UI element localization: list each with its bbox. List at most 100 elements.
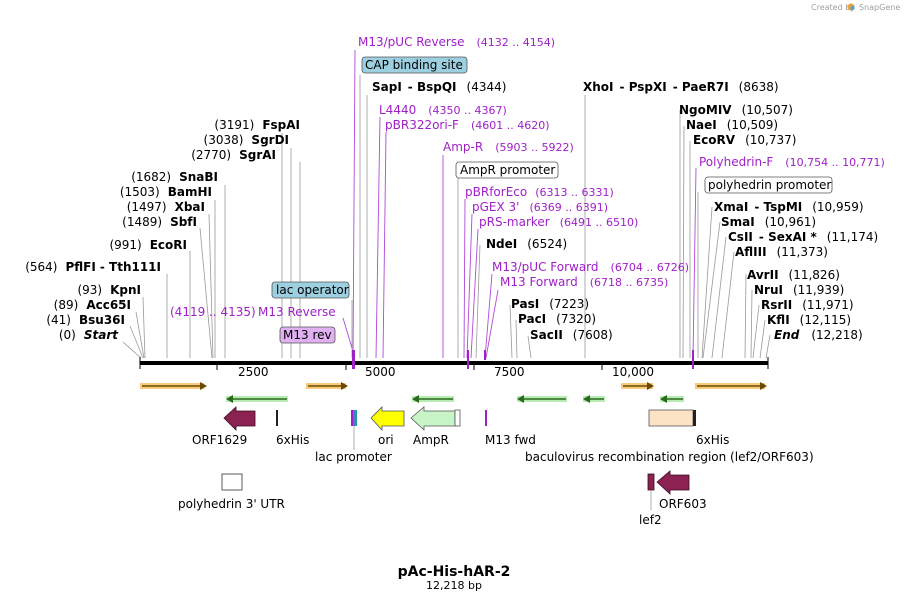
enzyme-label: AflIII(11,373) bbox=[735, 245, 828, 259]
backbone bbox=[139, 350, 769, 370]
enzyme-label: XhoI- PspXI- PaeR7I(8638) bbox=[583, 80, 779, 94]
leader-lines bbox=[122, 75, 771, 359]
features: ORF1629 6xHis lac promoter ori AmpR M13 … bbox=[178, 406, 814, 527]
m13-rev-label: M13 rev bbox=[283, 328, 332, 342]
orange-arrow bbox=[140, 382, 207, 390]
boxed-labels: CAP binding site lac operator M13 rev Am… bbox=[271, 56, 833, 344]
enzymes-right: XhoI- PspXI- PaeR7I(8638) NgoMIV(10,507)… bbox=[583, 80, 878, 342]
ampr-arrow bbox=[410, 406, 456, 431]
enzyme-label: (564)PflFI- Tth111I bbox=[25, 260, 161, 274]
polyhedrin-promoter-label: polyhedrin promoter bbox=[708, 178, 831, 192]
enzyme-label: NruI(11,939) bbox=[754, 283, 844, 297]
enzyme-label: SapI- BspQI(4344) bbox=[372, 80, 506, 94]
primers: M13/pUC Reverse(4132 .. 4154) L4440(4350… bbox=[170, 35, 885, 319]
credit-brand: SnapGene bbox=[859, 3, 900, 12]
ruler-tick: 5000 bbox=[365, 365, 396, 379]
green-arrow bbox=[660, 395, 684, 403]
primer-label: M13 Forward(6718 .. 6735) bbox=[500, 275, 668, 289]
primer-label: pGEX 3'(6369 .. 6391) bbox=[472, 200, 608, 214]
lef2-label: lef2 bbox=[639, 513, 662, 527]
enzyme-label: (89)Acc65I bbox=[54, 298, 131, 312]
enzyme-label: KflI(12,115) bbox=[767, 313, 851, 327]
enzyme-label: (93)KpnI bbox=[77, 283, 141, 297]
enzyme-label: (1497)XbaI bbox=[127, 200, 205, 214]
primer-label: Polyhedrin-F(10,754 .. 10,771) bbox=[699, 155, 885, 169]
enzyme-label: PasI(7223) bbox=[511, 297, 589, 311]
enzyme-label: RsrII(11,971) bbox=[761, 298, 854, 312]
green-arrow bbox=[412, 395, 454, 403]
his-left-label: 6xHis bbox=[276, 433, 309, 447]
primer-label: L4440(4350 .. 4367) bbox=[379, 103, 507, 117]
green-arrow bbox=[226, 395, 288, 403]
enzyme-label: EcoRV(10,737) bbox=[693, 133, 796, 147]
enzyme-label: (41)Bsu36I bbox=[46, 313, 125, 327]
plasmid-name: pAc-His-hAR-2 bbox=[398, 564, 511, 580]
cap-binding-site-label: CAP binding site bbox=[365, 58, 463, 72]
primer-leaders bbox=[342, 49, 697, 359]
primer-label: pBRforEco(6313 .. 6331) bbox=[465, 185, 614, 199]
lac-promoter-label: lac promoter bbox=[315, 450, 392, 464]
enzyme-label: CsII- SexAI *(11,174) bbox=[728, 230, 878, 244]
m13-fwd-mark bbox=[485, 410, 487, 426]
enzyme-label: SmaI(10,961) bbox=[721, 215, 816, 229]
primer-label: M13/pUC Reverse(4132 .. 4154) bbox=[358, 35, 555, 49]
ori-label: ori bbox=[378, 433, 394, 447]
enzyme-label: AvrII(11,826) bbox=[747, 268, 840, 282]
enzyme-label: (1682)SnaBI bbox=[131, 170, 218, 184]
enzyme-label: PacI(7320) bbox=[518, 312, 596, 326]
orf603-label: ORF603 bbox=[659, 497, 707, 511]
enzyme-label: (2770)SgrAI bbox=[191, 148, 276, 162]
enzymes-left: (3191)FspAI (3038)SgrDI (2770)SgrAI (168… bbox=[25, 118, 300, 342]
ruler-tick: 10,000 bbox=[612, 365, 654, 379]
his-right-label: 6xHis bbox=[696, 433, 729, 447]
orange-arrow bbox=[306, 382, 348, 390]
green-arrow bbox=[583, 395, 605, 403]
enzyme-label: NaeI(10,509) bbox=[686, 118, 778, 132]
orf1629-arrow bbox=[223, 406, 256, 431]
lac-operator-label: lac operator bbox=[276, 283, 349, 297]
ori-arrow bbox=[370, 406, 405, 432]
lef2-box bbox=[647, 473, 655, 491]
utr-box bbox=[221, 473, 243, 491]
enzyme-label: NgoMIV(10,507) bbox=[679, 103, 793, 117]
orf603-arrow bbox=[656, 470, 690, 495]
enzyme-label: SacII(7608) bbox=[530, 328, 613, 342]
utr-label: polyhedrin 3' UTR bbox=[178, 497, 285, 511]
primer-label: pBR322ori-F(4601 .. 4620) bbox=[385, 118, 550, 132]
ruler-ticks: 2500 5000 7500 10,000 bbox=[238, 365, 654, 379]
plasmid-length: 12,218 bp bbox=[426, 579, 482, 592]
enzyme-label: (1503)BamHI bbox=[120, 185, 212, 199]
credit-text: Created by bbox=[811, 3, 855, 12]
enzyme-label: XmaI- TspMI(10,959) bbox=[714, 200, 864, 214]
ruler-tick: 7500 bbox=[494, 365, 525, 379]
enzyme-label: NdeI(6524) bbox=[486, 237, 567, 251]
direction-arrows bbox=[140, 382, 767, 403]
enzyme-label: End(12,218) bbox=[774, 328, 863, 342]
enzyme-label: (0)Start bbox=[59, 328, 119, 342]
m13-fwd-label: M13 fwd bbox=[485, 433, 536, 447]
enzyme-label: (1489)SbfI bbox=[122, 215, 197, 229]
ampr-label: AmpR bbox=[413, 433, 449, 447]
ruler-tick: 2500 bbox=[238, 365, 269, 379]
green-arrow bbox=[517, 395, 567, 403]
primer-position: (4119 .. 4135) bbox=[170, 305, 256, 319]
orange-arrow bbox=[695, 382, 767, 390]
primer-label: Amp-R(5903 .. 5922) bbox=[443, 140, 574, 154]
primer-label: M13/pUC Forward(6704 .. 6726) bbox=[492, 260, 689, 274]
snapgene-logo bbox=[847, 3, 855, 11]
orange-arrow bbox=[621, 382, 654, 390]
his-tag-left bbox=[276, 410, 278, 426]
lac-promoter-block bbox=[351, 410, 357, 450]
baculo-label: baculovirus recombination region (lef2/O… bbox=[525, 450, 814, 464]
ampr-promoter-label: AmpR promoter bbox=[460, 163, 555, 177]
baculo-box bbox=[648, 409, 694, 427]
primer-label: M13 Reverse bbox=[258, 305, 336, 319]
enzyme-label: (991)EcoRI bbox=[109, 238, 187, 252]
primer-label: pRS-marker(6491 .. 6510) bbox=[479, 215, 638, 229]
orf1629-label: ORF1629 bbox=[192, 433, 247, 447]
enzymes-middle: SapI- BspQI(4344) NdeI(6524) PasI(7223) … bbox=[372, 80, 613, 342]
enzyme-label: (3191)FspAI bbox=[214, 118, 300, 132]
ampr-promoter-block bbox=[454, 409, 461, 427]
enzyme-label: (3038)SgrDI bbox=[204, 133, 289, 147]
